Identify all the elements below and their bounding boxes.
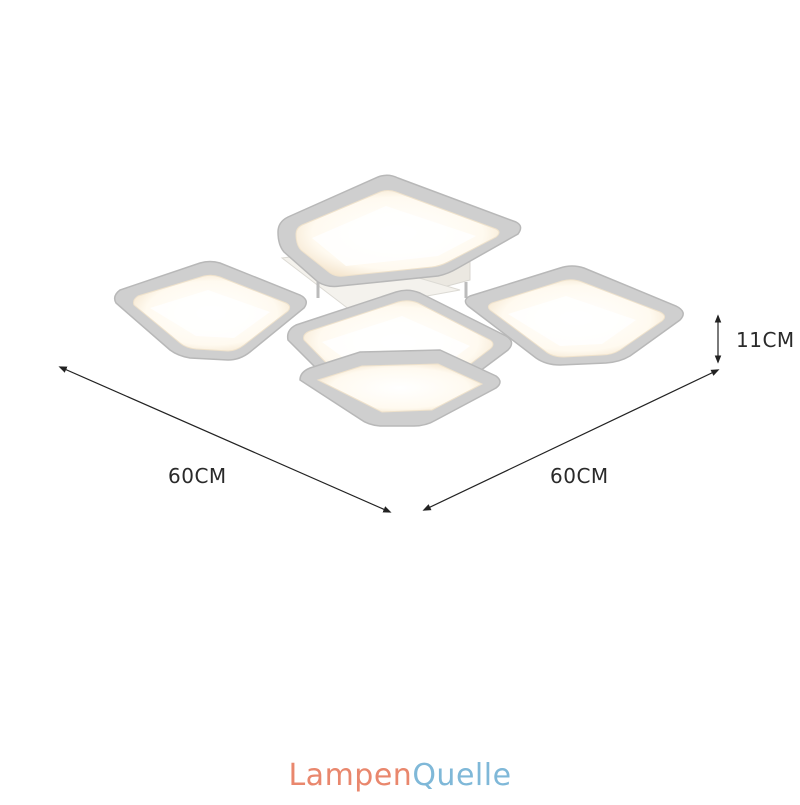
lamp-square-left — [113, 260, 307, 361]
height-label: 11CM — [736, 328, 795, 352]
lamp-square-top — [277, 174, 522, 288]
brand-logo: LampenQuelle — [0, 758, 800, 793]
width-right-label: 60CM — [550, 464, 609, 488]
width-right-dimension-line — [422, 369, 720, 511]
lamp-square-right — [464, 265, 684, 366]
width-left-label: 60CM — [168, 464, 227, 488]
brand-logo-part1: Lampen — [288, 758, 413, 793]
brand-logo-part2: Quelle — [412, 758, 512, 793]
width-left-dimension-line — [58, 366, 392, 513]
dimension-lines — [58, 314, 722, 513]
